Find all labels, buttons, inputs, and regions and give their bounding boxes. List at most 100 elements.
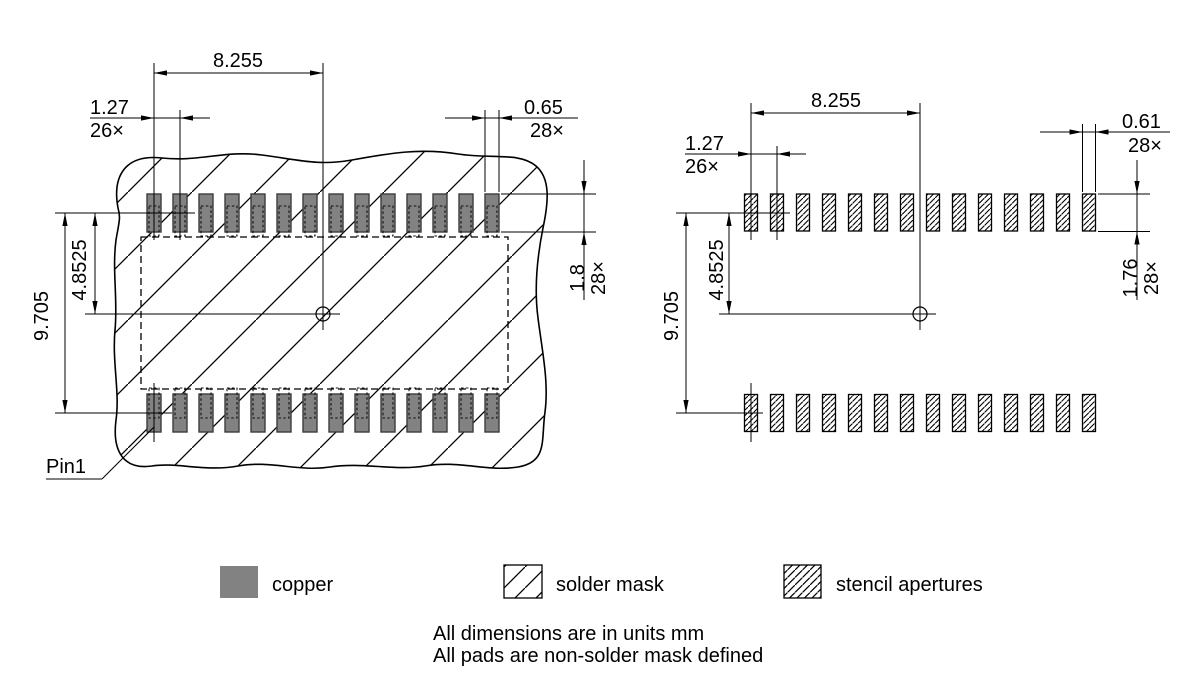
- origin-mark: [315, 306, 331, 322]
- drawing-notes: All dimensions are in units mm All pads …: [433, 623, 763, 667]
- stencil-swatch: [784, 565, 821, 598]
- copper-pad: [458, 393, 474, 433]
- stencil-aperture-outline: [200, 205, 212, 237]
- stencil-aperture: [795, 193, 811, 232]
- stencil-apertures-group: [743, 193, 1097, 433]
- origin-mark: [912, 306, 928, 322]
- dim-label: 1.8: [567, 264, 589, 292]
- stencil-aperture-outline: [330, 387, 342, 419]
- dim-label: 4.8525: [706, 239, 728, 300]
- dim-label: 1.27: [90, 97, 129, 119]
- copper-solder-mask-view: 8.255 1.27 26× 0.65 28×: [31, 50, 610, 480]
- dim-count: 26×: [90, 120, 124, 142]
- stencil-aperture: [847, 193, 863, 232]
- copper-pad: [380, 193, 396, 233]
- stencil-aperture: [1081, 193, 1097, 232]
- copper-pads-group: [146, 193, 500, 433]
- copper-pad: [302, 393, 318, 433]
- copper-pad: [406, 193, 422, 233]
- stencil-aperture-outline: [460, 205, 472, 237]
- stencil-aperture: [873, 193, 889, 232]
- dim-half-span: 4.8525: [69, 213, 98, 314]
- copper-pad: [432, 193, 448, 233]
- stencil-apertures-view: 8.255 1.27 26× 0.61 28×: [661, 90, 1170, 442]
- dim-count: 28×: [588, 261, 610, 295]
- dim-row-span: 9.705: [661, 212, 790, 414]
- copper-pad: [406, 393, 422, 433]
- stencil-aperture-outline: [434, 205, 446, 237]
- dim-pad-width: 0.65 28×: [445, 97, 578, 192]
- dim-label: 0.61: [1122, 111, 1161, 133]
- stencil-aperture: [1081, 393, 1097, 433]
- copper-pad: [250, 393, 266, 433]
- dim-label: 8.255: [811, 90, 861, 112]
- copper-pad: [224, 393, 240, 433]
- pin1-label: Pin1: [46, 456, 86, 478]
- stencil-aperture: [925, 193, 941, 232]
- dim-row-span: 9.705: [31, 212, 195, 414]
- stencil-aperture: [821, 393, 837, 433]
- dim-label: 4.8525: [69, 239, 91, 300]
- stencil-aperture-outline: [486, 387, 498, 419]
- dim-pitch: 1.27 26×: [90, 97, 210, 240]
- copper-pad: [250, 193, 266, 233]
- stencil-aperture-outline: [226, 387, 238, 419]
- stencil-aperture: [899, 393, 915, 433]
- stencil-aperture: [899, 193, 915, 232]
- copper-pad: [354, 393, 370, 433]
- copper-pad: [484, 393, 500, 433]
- stencil-aperture: [1003, 393, 1019, 433]
- dim-row-to-center: 8.255: [153, 50, 323, 240]
- copper-pad: [276, 393, 292, 433]
- dim-label: 1.27: [685, 133, 724, 155]
- stencil-aperture-outline: [330, 205, 342, 237]
- stencil-aperture: [769, 393, 785, 433]
- copper-pad: [458, 193, 474, 233]
- copper-pad: [380, 393, 396, 433]
- copper-swatch: [220, 566, 258, 598]
- stencil-legend-label: stencil apertures: [836, 574, 983, 596]
- dim-aperture-height: 1.76 28×: [1098, 160, 1163, 300]
- stencil-aperture-outline: [382, 387, 394, 419]
- stencil-aperture-outline: [434, 387, 446, 419]
- copper-pad: [354, 193, 370, 233]
- dim-row-to-center: 8.255: [750, 90, 920, 240]
- stencil-aperture: [951, 393, 967, 433]
- stencil-aperture: [1055, 193, 1071, 232]
- dim-pad-height: 1.8 28×: [501, 160, 610, 300]
- dim-pitch: 1.27 26×: [685, 133, 806, 240]
- dim-label: 1.76: [1120, 259, 1142, 298]
- dim-count: 28×: [1141, 261, 1163, 295]
- stencil-aperture-outline: [486, 205, 498, 237]
- dim-half-span: 4.8525: [706, 213, 732, 314]
- solder-mask-swatch-border: [503, 564, 543, 599]
- dim-label: 8.255: [213, 50, 263, 72]
- copper-pad: [198, 193, 214, 233]
- stencil-swatch-border: [783, 564, 822, 599]
- stencil-aperture: [1055, 393, 1071, 433]
- stencil-aperture-outline: [408, 387, 420, 419]
- dim-count: 28×: [530, 120, 564, 142]
- copper-pad: [328, 193, 344, 233]
- stencil-aperture-outline: [278, 387, 290, 419]
- stencil-aperture: [847, 393, 863, 433]
- copper-pad: [276, 193, 292, 233]
- stencil-aperture: [1003, 193, 1019, 232]
- stencil-aperture: [951, 193, 967, 232]
- stencil-aperture-outline: [356, 387, 368, 419]
- stencil-aperture: [1029, 393, 1045, 433]
- copper-pad: [484, 193, 500, 233]
- dim-count: 26×: [685, 156, 719, 178]
- stencil-aperture: [977, 393, 993, 433]
- stencil-aperture-outline: [408, 205, 420, 237]
- dim-aperture-width: 0.61 28×: [1040, 111, 1170, 192]
- legend: copper solder mask stencil apertures: [220, 564, 983, 599]
- copper-pad: [302, 193, 318, 233]
- dim-count: 28×: [1128, 135, 1162, 157]
- stencil-aperture: [873, 393, 889, 433]
- stencil-aperture-outline: [174, 387, 186, 419]
- stencil-aperture-outline: [278, 205, 290, 237]
- copper-pad: [432, 393, 448, 433]
- dim-label: 9.705: [31, 291, 53, 341]
